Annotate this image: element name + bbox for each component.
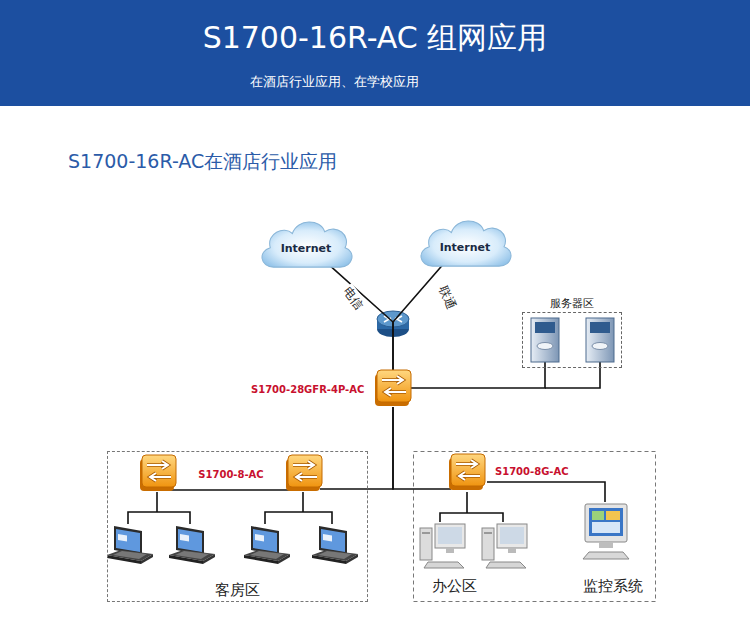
pc-icon <box>420 524 527 568</box>
zone-label: 服务器区 <box>523 296 621 311</box>
wire <box>128 492 190 524</box>
device-label: S1700-28GFR-4P-AC <box>251 384 364 395</box>
section-heading: S1700-16R-AC在酒店行业应用 <box>68 149 337 175</box>
monitor-icon <box>583 504 629 559</box>
server-icon <box>537 343 553 350</box>
area-label: 办公区 <box>432 577 477 596</box>
network-link <box>393 265 443 370</box>
internet-cloud: Internet <box>255 214 357 276</box>
pc-icon <box>482 524 527 568</box>
laptop-icon <box>107 526 358 564</box>
wire <box>440 492 503 522</box>
page-title: S1700-16R-AC 组网应用 <box>0 18 750 59</box>
laptop-icon <box>244 526 290 564</box>
area-label: 监控系统 <box>583 577 643 596</box>
zone-label: 客房区 <box>215 581 260 601</box>
link-label: 电信 <box>338 283 367 314</box>
subtitle: 在酒店行业应用、在学校应用 <box>250 73 419 91</box>
switch-icon <box>449 454 485 490</box>
internet-cloud: Internet <box>414 213 516 275</box>
server-icon <box>535 322 555 333</box>
link-label: 联通 <box>434 282 460 312</box>
wire <box>168 489 294 491</box>
cloud-label: Internet <box>281 242 332 255</box>
area-frame <box>414 452 656 602</box>
monitor-icon <box>583 504 629 559</box>
wire <box>265 492 332 524</box>
switch-icon <box>286 455 322 491</box>
server-icon <box>592 343 608 350</box>
cloud-shape <box>421 221 511 266</box>
network-link <box>320 407 393 489</box>
device-label: S1700-8G-AC <box>495 466 569 477</box>
network-link <box>393 407 451 489</box>
wire <box>128 362 605 524</box>
wire <box>545 362 600 388</box>
network-link <box>330 266 393 370</box>
access-switch: S1700-8-AC <box>138 453 324 497</box>
pc-icon <box>420 524 465 568</box>
server-icon <box>590 322 610 333</box>
cloud-shape <box>262 222 352 267</box>
device-label: S1700-8-AC <box>198 469 263 480</box>
server-icon <box>586 318 614 362</box>
cloud-label: Internet <box>440 241 491 254</box>
switch-icon <box>373 368 413 408</box>
server-icon <box>531 318 559 362</box>
switch-icon <box>140 455 176 491</box>
core-switch: S1700-28GFR-4P-AC <box>251 368 413 410</box>
laptop-icon <box>107 526 153 564</box>
server-zone: 服务器区 <box>522 312 622 368</box>
access-switch: S1700-8G-AC <box>447 452 575 496</box>
guest-room-zone: S1700-8-AC 客房区 <box>107 451 368 602</box>
laptop-icon <box>169 526 215 564</box>
server-icon <box>531 318 614 362</box>
network-link <box>411 368 545 388</box>
switch-icon <box>447 452 487 492</box>
header-band <box>0 0 750 106</box>
wire <box>487 482 605 502</box>
laptop-icon <box>312 526 358 564</box>
switch-icon <box>375 370 411 406</box>
